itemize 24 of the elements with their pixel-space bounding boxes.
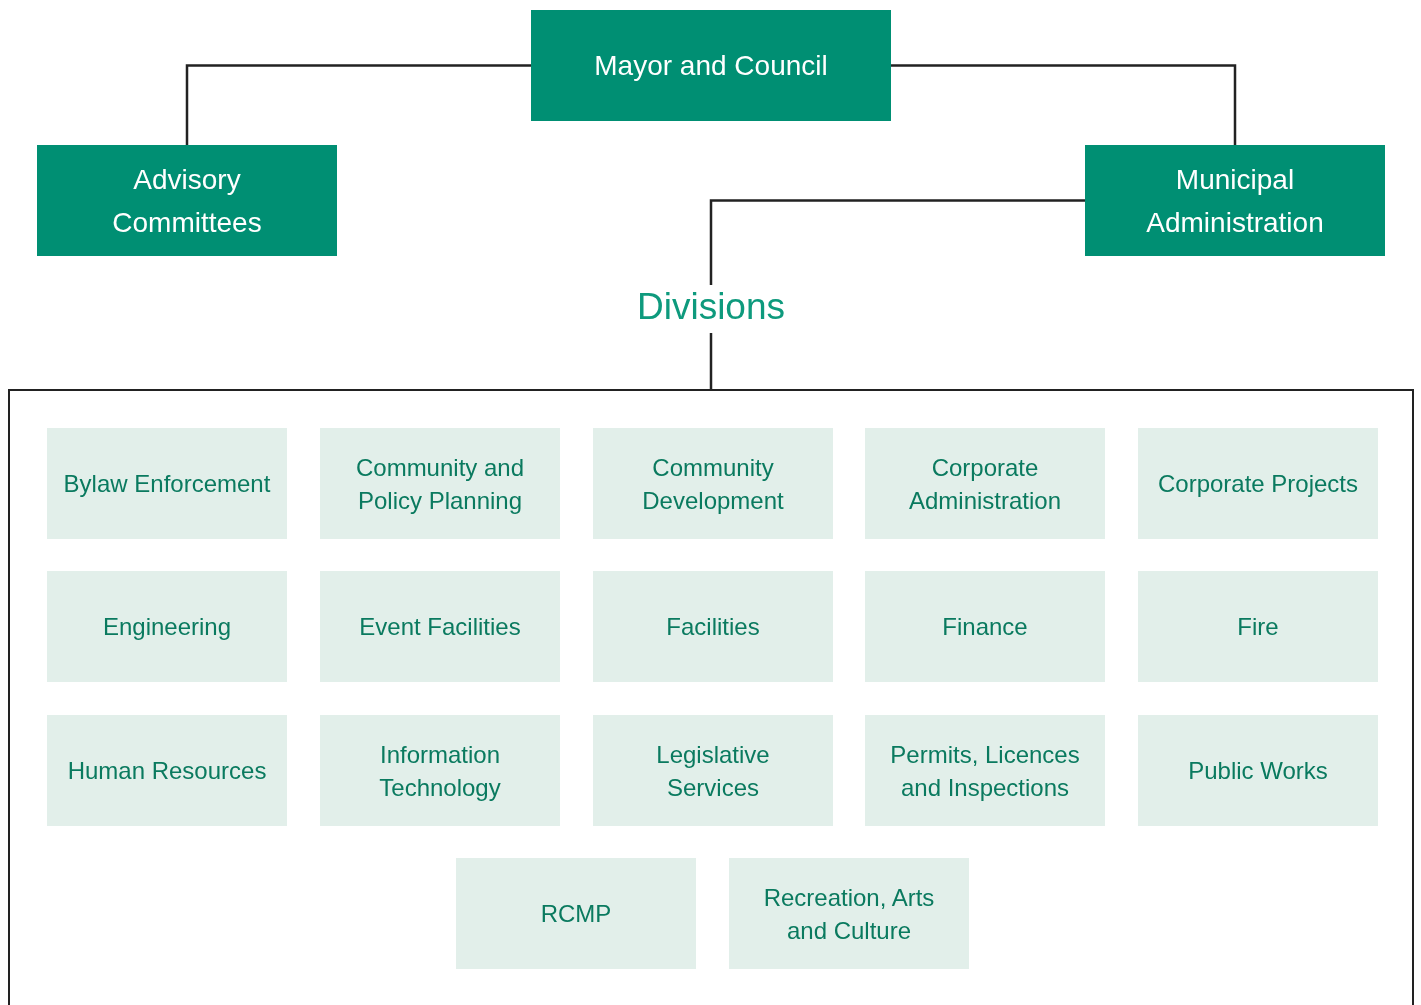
division-box: Community Development bbox=[593, 428, 833, 539]
division-box: Engineering bbox=[47, 571, 287, 682]
division-box: Human Resources bbox=[47, 715, 287, 826]
division-box: Facilities bbox=[593, 571, 833, 682]
division-box: Corporate Administration bbox=[865, 428, 1105, 539]
connector-line bbox=[185, 64, 531, 145]
division-box: Fire bbox=[1138, 571, 1378, 682]
division-box: Permits, Licences and Inspections bbox=[865, 715, 1105, 826]
division-box: Public Works bbox=[1138, 715, 1378, 826]
org-box: Advisory Committees bbox=[37, 145, 337, 256]
connector-line bbox=[709, 199, 1085, 285]
division-box: Community and Policy Planning bbox=[320, 428, 560, 539]
division-box: Event Facilities bbox=[320, 571, 560, 682]
org-box: Mayor and Council bbox=[531, 10, 891, 121]
division-box: Recreation, Arts and Culture bbox=[729, 858, 969, 969]
org-box: Municipal Administration bbox=[1085, 145, 1385, 256]
division-box: RCMP bbox=[456, 858, 696, 969]
division-box: Corporate Projects bbox=[1138, 428, 1378, 539]
division-box: Finance bbox=[865, 571, 1105, 682]
connector-line bbox=[891, 64, 1237, 145]
division-box: Information Technology bbox=[320, 715, 560, 826]
panel-heading: Divisions bbox=[635, 285, 786, 329]
division-box: Bylaw Enforcement bbox=[47, 428, 287, 539]
division-box: Legislative Services bbox=[593, 715, 833, 826]
